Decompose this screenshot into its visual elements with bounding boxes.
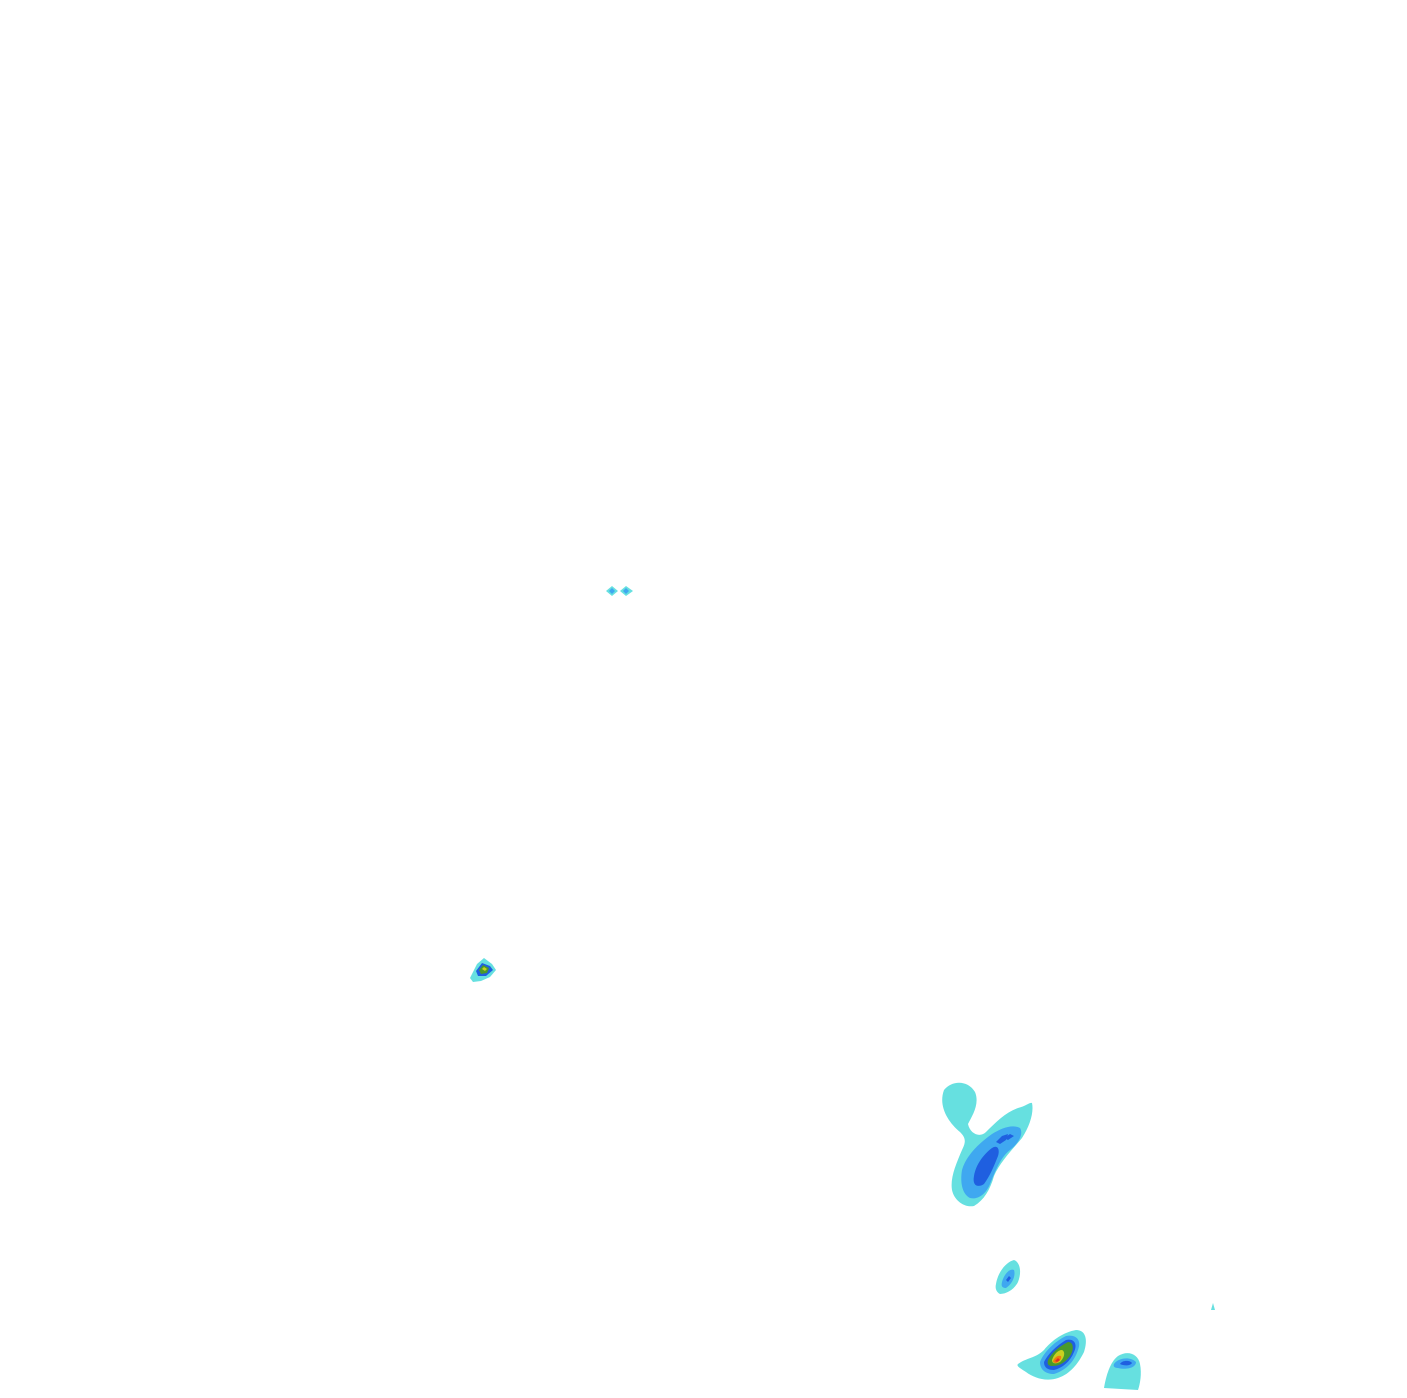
contour-level-5 (482, 967, 487, 971)
contour-level-1 (1211, 1303, 1215, 1310)
contour-level-2 (609, 588, 615, 594)
contour-level-2 (623, 588, 629, 594)
contour-level-3 (1120, 1360, 1132, 1366)
precip-cell-west (470, 958, 496, 982)
precip-cell-south-small (995, 1260, 1021, 1294)
precip-cell-twin-dots (606, 586, 633, 596)
contour-level-3 (1006, 1276, 1011, 1282)
contour-level-3 (973, 1146, 999, 1186)
precip-cell-y-shape (942, 1082, 1033, 1207)
contour-level-3 (1004, 1134, 1014, 1140)
precip-cell-southeast (1104, 1353, 1141, 1390)
contour-level-3 (996, 1134, 1008, 1144)
precip-cell-intense-south (1017, 1330, 1086, 1380)
contour-level-7 (1055, 1358, 1060, 1362)
precip-cell-speck (1211, 1303, 1215, 1310)
